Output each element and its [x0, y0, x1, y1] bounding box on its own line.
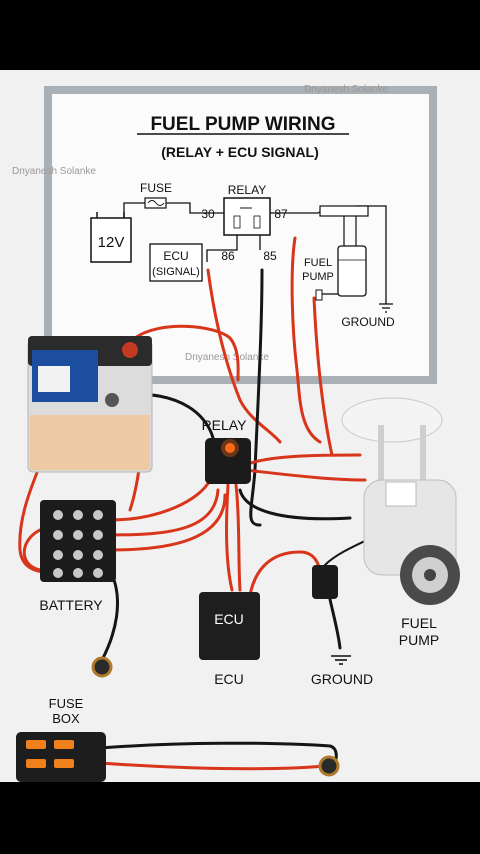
fuse-box-ground-ring: [318, 755, 340, 777]
whiteboard: Dnyanesh Solanke Dnyanesh Solanke Dnyane…: [12, 84, 437, 384]
battery-symbol: 12V: [90, 212, 132, 263]
ecu-signal-symbol: [149, 243, 203, 282]
diagram-title: FUEL PUMP WIRING: [150, 114, 335, 135]
pin-87-label: 87: [274, 207, 288, 221]
pin-85-label: 85: [263, 249, 277, 263]
battery-ground-ring: [91, 656, 113, 678]
ecu-device: ECU: [199, 592, 260, 660]
watermark-top: Dnyanesh Solanke: [304, 84, 388, 95]
physical-wires: [18, 236, 396, 771]
battery-positive-terminal: [122, 342, 138, 358]
watermark-mid: Dnyanesh Solanke: [185, 352, 269, 363]
inline-fuse-holder: [312, 565, 338, 599]
watermark-left: Dnyanesh Solanke: [12, 166, 96, 177]
ecu-box-text: ECU: [214, 611, 244, 627]
board-fuel-line2: PUMP: [302, 271, 334, 283]
board-fuel-line1: FUEL: [304, 257, 332, 269]
relay-device: [205, 438, 251, 484]
fuel-pump-device: [341, 397, 460, 605]
ground-label: GROUND: [311, 671, 373, 687]
fuse-box-line2: BOX: [52, 711, 80, 726]
fuse-box-device: [16, 732, 106, 782]
fuel-pump-symbol: [315, 205, 369, 301]
ecu-signal-line2: (SIGNAL): [152, 266, 200, 278]
battery-voltage-label: 12V: [98, 234, 125, 251]
relay-device-label: RELAY: [202, 417, 248, 433]
pin-86-label: 86: [221, 249, 235, 263]
terminal-block: [40, 500, 116, 582]
fuse-label: FUSE: [140, 181, 172, 195]
fuse-squiggle: [147, 200, 165, 206]
fuse-box-line1: FUSE: [49, 696, 84, 711]
pin-30-label: 30: [201, 207, 215, 221]
battery-device: [27, 336, 153, 473]
ecu-label: ECU: [214, 671, 244, 687]
relay-symbol: [223, 197, 271, 236]
ecu-signal-line1: ECU: [163, 249, 188, 263]
board-ground-label: GROUND: [341, 315, 395, 329]
relay-label: RELAY: [228, 183, 266, 197]
battery-label: BATTERY: [39, 597, 103, 613]
battery-negative-terminal: [105, 393, 119, 407]
wiring-scene: Dnyanesh Solanke Dnyanesh Solanke Dnyane…: [0, 70, 480, 782]
diagram-subtitle: (RELAY + ECU SIGNAL): [161, 144, 319, 160]
ground-symbol: [331, 655, 351, 665]
fuel-pump-line2: PUMP: [399, 632, 439, 648]
fuel-pump-line1: FUEL: [401, 615, 437, 631]
